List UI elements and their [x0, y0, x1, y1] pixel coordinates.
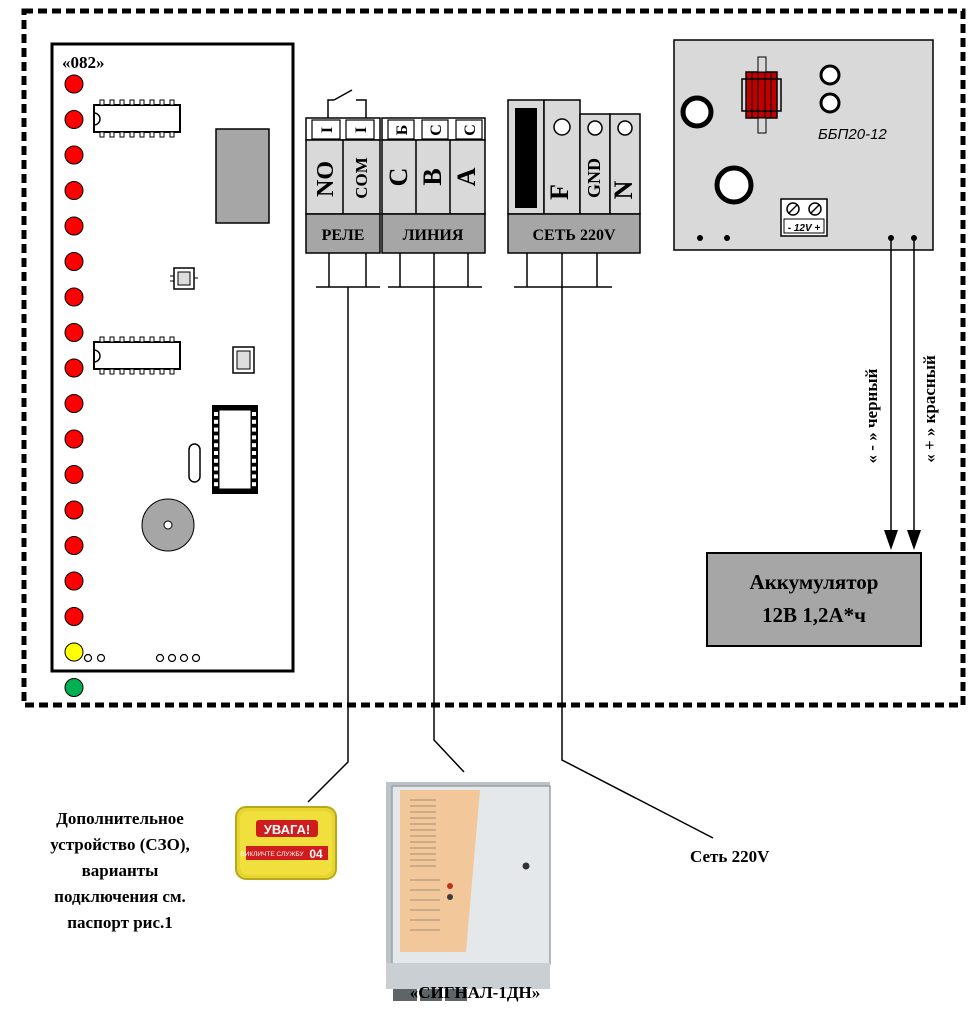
transistor [170, 267, 198, 290]
signal-device-label: «СИГНАЛ-1ДН» [409, 983, 541, 1002]
led-red [64, 287, 84, 307]
led-red [64, 323, 84, 342]
led-yellow [64, 642, 84, 662]
line-terminal: Б С С C B A ЛИНИЯ [381, 117, 486, 288]
line-term-b: B [418, 168, 447, 185]
led-red [64, 252, 84, 271]
szo-line-4: подключения см. [54, 887, 186, 906]
board-connector-holes [83, 653, 201, 663]
szo-line-1: Дополнительное [56, 809, 184, 828]
led-red [64, 110, 84, 129]
relay-label: РЕЛЕ [322, 227, 365, 244]
line-term-a: A [452, 167, 481, 186]
mains-220-label: Сеть 220V [690, 847, 770, 866]
led-red [64, 358, 84, 378]
led-red [64, 571, 84, 591]
relay-pin-1: I [319, 127, 336, 133]
board-relay [215, 128, 270, 224]
buzzer [141, 498, 195, 552]
line-pin-c2: С [462, 124, 479, 136]
battery: Аккумулятор 12В 1,2А*ч [706, 552, 922, 647]
line-pin-b: Б [394, 125, 411, 136]
psu-terminal-label: - 12V + [788, 223, 821, 234]
battery-line-2: 12В 1,2А*ч [762, 603, 866, 627]
power-supply: ББП20-12 - 12V + [673, 39, 934, 251]
szo-device: УВАГА! ВИКЛИЧТЕ СЛУЖБУ 04 [235, 806, 337, 880]
relay-terminal: I I NO COM РЕЛЕ [305, 89, 381, 288]
led-red [64, 429, 84, 449]
sticker-code: 04 [309, 847, 323, 861]
sticker-title: УВАГА! [264, 822, 310, 837]
chip-dip-2 [93, 336, 181, 375]
led-red [64, 145, 84, 165]
mains-label: СЕТЬ 220V [532, 227, 615, 244]
battery-wires [884, 238, 921, 550]
signal-device [386, 782, 551, 1001]
szo-line-3: варианты [81, 861, 159, 880]
enclosure-border [21, 8, 966, 708]
psu-model: ББП20-12 [818, 126, 887, 143]
mains-term-gnd: GND [584, 158, 604, 198]
led-red [64, 394, 84, 413]
crystal [188, 443, 201, 483]
led-red [64, 465, 84, 484]
controller-board: «082» [50, 42, 295, 697]
led-red [64, 181, 84, 200]
led-red [64, 536, 84, 555]
led-red [64, 74, 84, 94]
led-red [64, 500, 84, 520]
wire-red-label: « + » красный [920, 355, 939, 463]
mains-term-f: F [545, 184, 574, 200]
mains-term-n: N [609, 180, 638, 199]
socket-chip [212, 405, 258, 494]
battery-line-1: Аккумулятор [750, 570, 879, 594]
line-pin-c1: С [428, 124, 445, 136]
transformer [741, 56, 782, 134]
relay-pin-2: I [353, 127, 370, 133]
psu-terminal: - 12V + [780, 198, 828, 237]
szo-description: Дополнительное устройство (СЗО), вариант… [10, 806, 230, 936]
chip-dip-1 [93, 99, 181, 138]
controller-label: «082» [62, 53, 105, 72]
line-label: ЛИНИЯ [403, 227, 464, 244]
relay-term-no: NO [313, 161, 339, 197]
led-column [64, 74, 84, 697]
mains-terminal: F GND N СЕТЬ 220V [507, 99, 641, 288]
external-wires [307, 287, 714, 839]
szo-line-2: устройство (СЗО), [50, 835, 190, 854]
wire-black-label: « - » черный [862, 368, 881, 463]
led-green [64, 678, 84, 697]
sticker-small: ВИКЛИЧТЕ СЛУЖБУ [240, 851, 304, 858]
led-red [64, 216, 84, 236]
led-red [64, 607, 84, 626]
szo-line-5: паспорт рис.1 [67, 913, 173, 932]
small-ic [232, 346, 255, 374]
relay-term-com: COM [352, 157, 371, 199]
line-term-c: C [384, 168, 413, 187]
